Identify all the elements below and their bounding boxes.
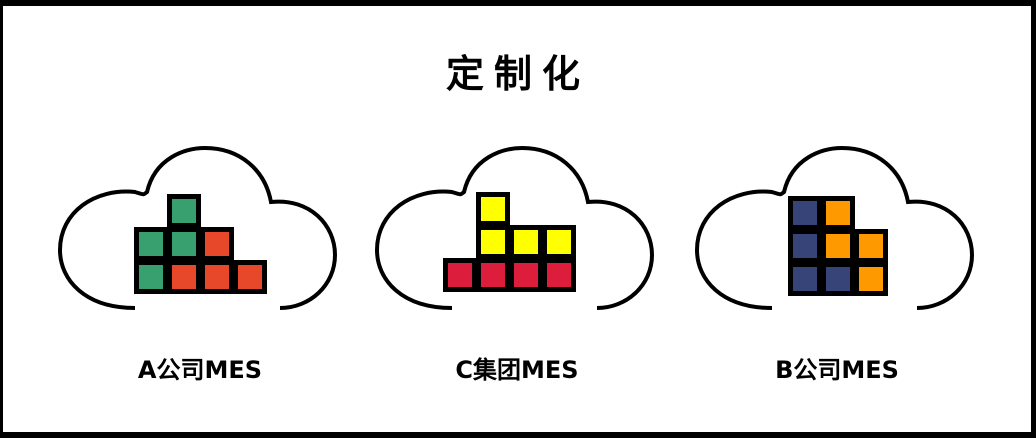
block-cell [542, 258, 576, 292]
cloud-icon [694, 145, 975, 310]
block-cell [200, 227, 234, 261]
block-cell [821, 229, 855, 263]
panel-label: A公司MES [137, 356, 263, 384]
cloud-icon [57, 145, 338, 310]
block-cell [476, 192, 510, 226]
block-cell [542, 225, 576, 259]
block-cell [788, 196, 822, 230]
panel-c-group-mes: C集团MES [372, 140, 662, 390]
block-cell [509, 258, 543, 292]
block-cell [167, 194, 201, 228]
cloud-icon [374, 145, 655, 310]
panel-b-company-mes: B公司MES [692, 140, 982, 390]
block-cell [788, 262, 822, 296]
block-cell [509, 225, 543, 259]
block-cell [854, 262, 888, 296]
block-cell [443, 258, 477, 292]
block-cell [788, 229, 822, 263]
block-cell [854, 229, 888, 263]
block-cell [476, 225, 510, 259]
block-cell [821, 262, 855, 296]
block-cell [134, 227, 168, 261]
block-cell [200, 260, 234, 294]
block-cell [821, 196, 855, 230]
page-title: 定制化 [445, 52, 590, 96]
panel-a-company-mes: A公司MES [55, 140, 345, 390]
block-cell [476, 258, 510, 292]
panel-label: B公司MES [775, 356, 899, 384]
block-cell [167, 260, 201, 294]
block-cell [233, 260, 267, 294]
panel-label: C集团MES [455, 356, 579, 384]
block-cell [134, 260, 168, 294]
block-cell [167, 227, 201, 261]
